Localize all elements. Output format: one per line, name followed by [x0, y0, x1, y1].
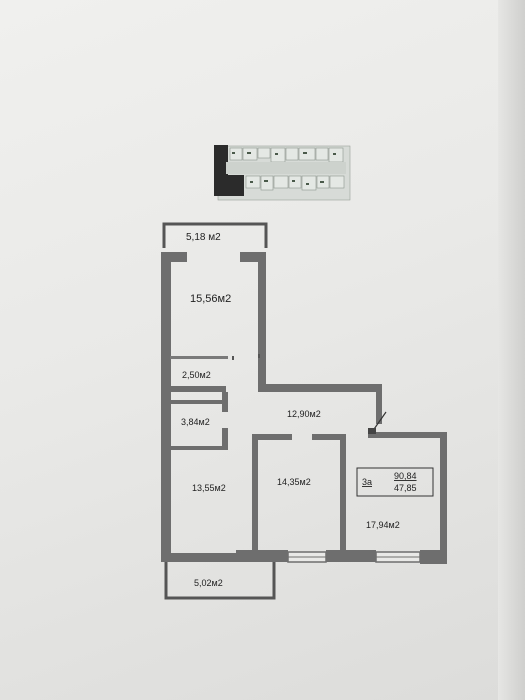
kitchen-right-wall — [440, 432, 447, 564]
living-room-right-wall — [258, 254, 266, 386]
paper-edge — [498, 0, 525, 700]
hallway-area: 12,90м2 — [287, 409, 321, 419]
apartment-type: 3а — [362, 477, 372, 487]
apartment-plan — [161, 222, 447, 600]
storage-area: 2,50м2 — [182, 370, 211, 380]
highlighted-apartment-marker — [214, 145, 244, 196]
balcony-top-outline — [162, 222, 268, 248]
bedroom-middle-area: 14,35м2 — [277, 477, 311, 487]
bedroom-left-right-wall — [252, 434, 258, 556]
bedroom-left-area: 13,55м2 — [192, 483, 226, 493]
total-area: 90,84 — [394, 471, 417, 481]
kitchen-area: 17,94м2 — [366, 520, 400, 530]
balcony-bottom-outline — [164, 560, 276, 600]
balcony-top-area: 5,18 м2 — [186, 232, 221, 243]
balcony-bottom-area: 5,02м2 — [194, 578, 223, 588]
living-area: 47,85 — [394, 483, 417, 493]
apartment-info-box — [356, 467, 434, 497]
building-key-plan — [214, 145, 351, 201]
left-exterior-wall — [161, 254, 171, 562]
living-room-area: 15,56м2 — [190, 293, 231, 305]
bathroom-area: 3,84м2 — [181, 417, 210, 427]
